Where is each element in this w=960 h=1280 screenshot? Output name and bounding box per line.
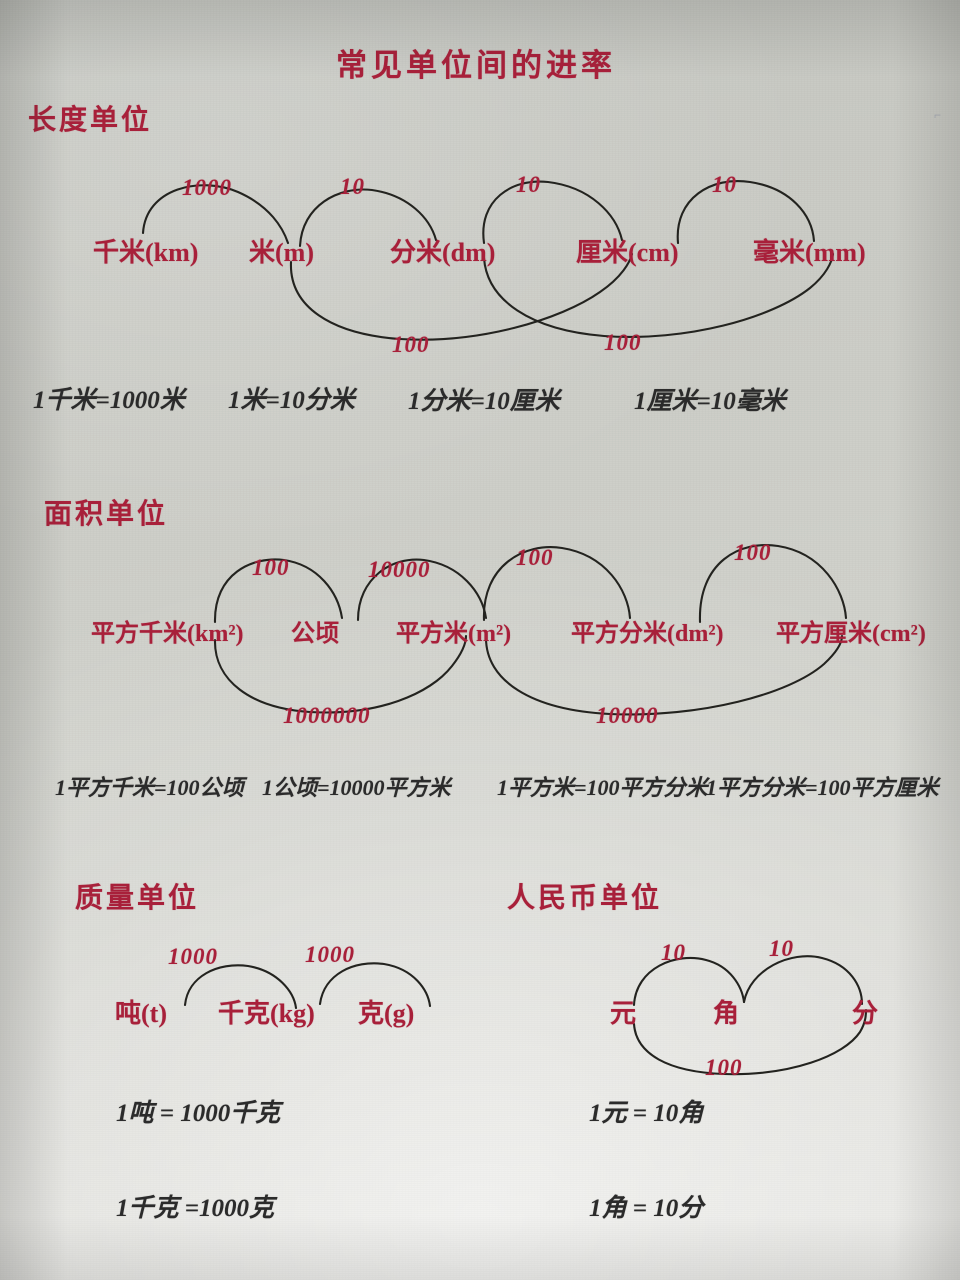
area-arc-above-3 [482, 546, 632, 622]
length-ratio-above-3: 10 [516, 172, 541, 197]
mass-ratio-above-2: 1000 [305, 942, 355, 967]
currency-unit-fen: 分 [852, 999, 879, 1028]
area-ratio-above-3: 100 [516, 545, 554, 570]
mass-unit-gram: 克(g) [358, 999, 415, 1028]
currency-ratio-above-2: 10 [769, 936, 794, 961]
length-equation-4: 1厘米=10毫米 [634, 388, 786, 415]
mass-ratio-above-1: 1000 [168, 944, 218, 969]
area-equation-3: 1平方米=100平方分米 [497, 775, 708, 800]
section-heading-area: 面积单位 [44, 499, 169, 530]
section-heading-length: 长度单位 [28, 105, 153, 136]
area-arc-above-4 [698, 544, 848, 624]
length-unit-millimeter: 毫米(mm) [753, 238, 866, 267]
section-heading-currency: 人民币单位 [507, 883, 663, 914]
area-ratio-below-2: 10000 [596, 703, 659, 728]
area-equation-4: 1平方分米=100平方厘米 [706, 775, 939, 800]
length-unit-decimeter: 分米(dm) [390, 238, 496, 267]
currency-arc-above-2 [742, 955, 864, 1006]
mass-equation-1: 1吨 = 1000千克 [116, 1100, 281, 1127]
area-ratio-above-4: 100 [734, 540, 772, 565]
mass-unit-ton: 吨(t) [115, 999, 167, 1028]
currency-equation-1: 1元 = 10角 [589, 1100, 704, 1127]
mass-equation-2: 1千克 =1000克 [116, 1195, 274, 1222]
length-unit-kilometer: 千米(km) [93, 238, 199, 267]
currency-ratio-above-1: 10 [661, 940, 686, 965]
area-ratio-above-2: 10000 [368, 557, 431, 582]
area-unit-hectare: 公顷 [291, 621, 339, 647]
currency-unit-jiao: 角 [713, 999, 740, 1028]
length-equation-2: 1米=10分米 [228, 387, 355, 414]
length-ratio-below-2: 100 [604, 330, 642, 355]
area-unit-square-decimeter: 平方分米(dm²) [571, 621, 724, 647]
length-equation-1: 1千米=1000米 [33, 387, 185, 414]
paper-smudge: ⌐ [934, 108, 942, 122]
length-ratio-above-4: 10 [712, 172, 737, 197]
section-heading-mass: 质量单位 [75, 883, 200, 914]
length-ratio-above-2: 10 [340, 174, 365, 199]
area-ratio-above-1: 100 [252, 555, 290, 580]
area-ratio-below-1: 1000000 [283, 703, 371, 728]
length-ratio-below-1: 100 [392, 332, 430, 357]
area-equation-2: 1公顷=10000平方米 [262, 775, 451, 800]
area-unit-square-centimeter: 平方厘米(cm²) [776, 621, 926, 647]
length-unit-meter: 米(m) [249, 238, 314, 267]
page-title: 常见单位间的进率 [336, 48, 616, 83]
currency-equation-2: 1角 = 10分 [589, 1195, 704, 1222]
area-equation-1: 1平方千米=100公顷 [55, 775, 244, 800]
currency-arc-below-1 [632, 1008, 868, 1076]
length-unit-centimeter: 厘米(cm) [576, 238, 679, 267]
area-unit-square-kilometer: 平方千米(km²) [91, 621, 244, 647]
length-equation-3: 1分米=10厘米 [408, 388, 560, 415]
mass-unit-kilogram: 千克(kg) [218, 999, 315, 1028]
area-unit-square-meter: 平方米(m²) [396, 621, 512, 647]
length-ratio-above-1: 1000 [182, 175, 232, 200]
currency-unit-yuan: 元 [610, 999, 637, 1028]
currency-ratio-below-1: 100 [705, 1055, 743, 1080]
